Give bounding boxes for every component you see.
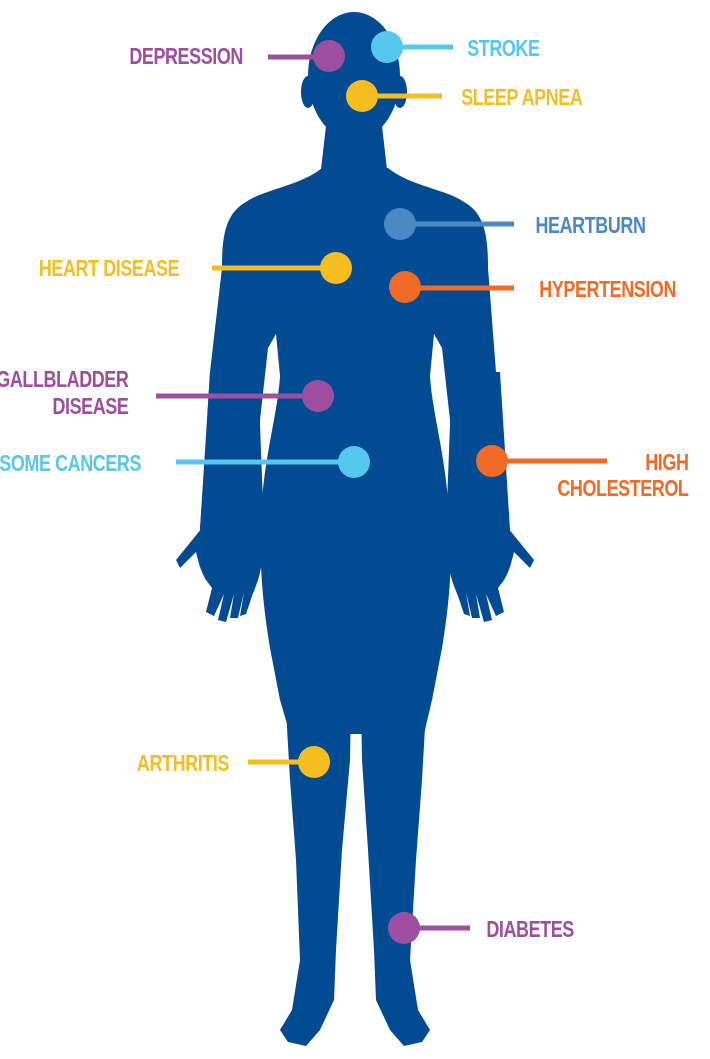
sleep-apnea-dot bbox=[346, 80, 378, 112]
diabetes-dot bbox=[388, 912, 420, 944]
stroke-dot bbox=[371, 31, 403, 63]
some-cancers-dot bbox=[338, 446, 370, 478]
stroke-label: STROKE bbox=[467, 36, 539, 62]
high-cholesterol-dot bbox=[476, 445, 508, 477]
hypertension-dot bbox=[389, 271, 421, 303]
heartburn-dot bbox=[384, 208, 416, 240]
arthritis-dot bbox=[298, 746, 330, 778]
heartburn-label: HEARTBURN bbox=[536, 213, 646, 239]
right-ear bbox=[393, 76, 407, 108]
hypertension-label: HYPERTENSION bbox=[539, 277, 676, 303]
heart-disease-dot bbox=[320, 252, 352, 284]
left-ear bbox=[301, 76, 315, 108]
heart-disease-label: HEART DISEASE bbox=[39, 256, 179, 282]
sleep-apnea-label: SLEEP APNEA bbox=[461, 85, 583, 111]
left-hand bbox=[176, 528, 262, 622]
right-hand bbox=[448, 528, 534, 622]
depression-label: DEPRESSION bbox=[129, 44, 243, 70]
arthritis-label: ARTHRITIS bbox=[137, 751, 229, 777]
some-cancers-label: SOME CANCERS bbox=[0, 451, 141, 477]
human-body-silhouette bbox=[176, 12, 534, 1046]
diabetes-label: DIABETES bbox=[486, 917, 574, 943]
gallbladder-disease-dot bbox=[302, 380, 334, 412]
depression-dot bbox=[313, 40, 345, 72]
right-leg bbox=[360, 640, 430, 1046]
left-leg bbox=[280, 640, 352, 1046]
